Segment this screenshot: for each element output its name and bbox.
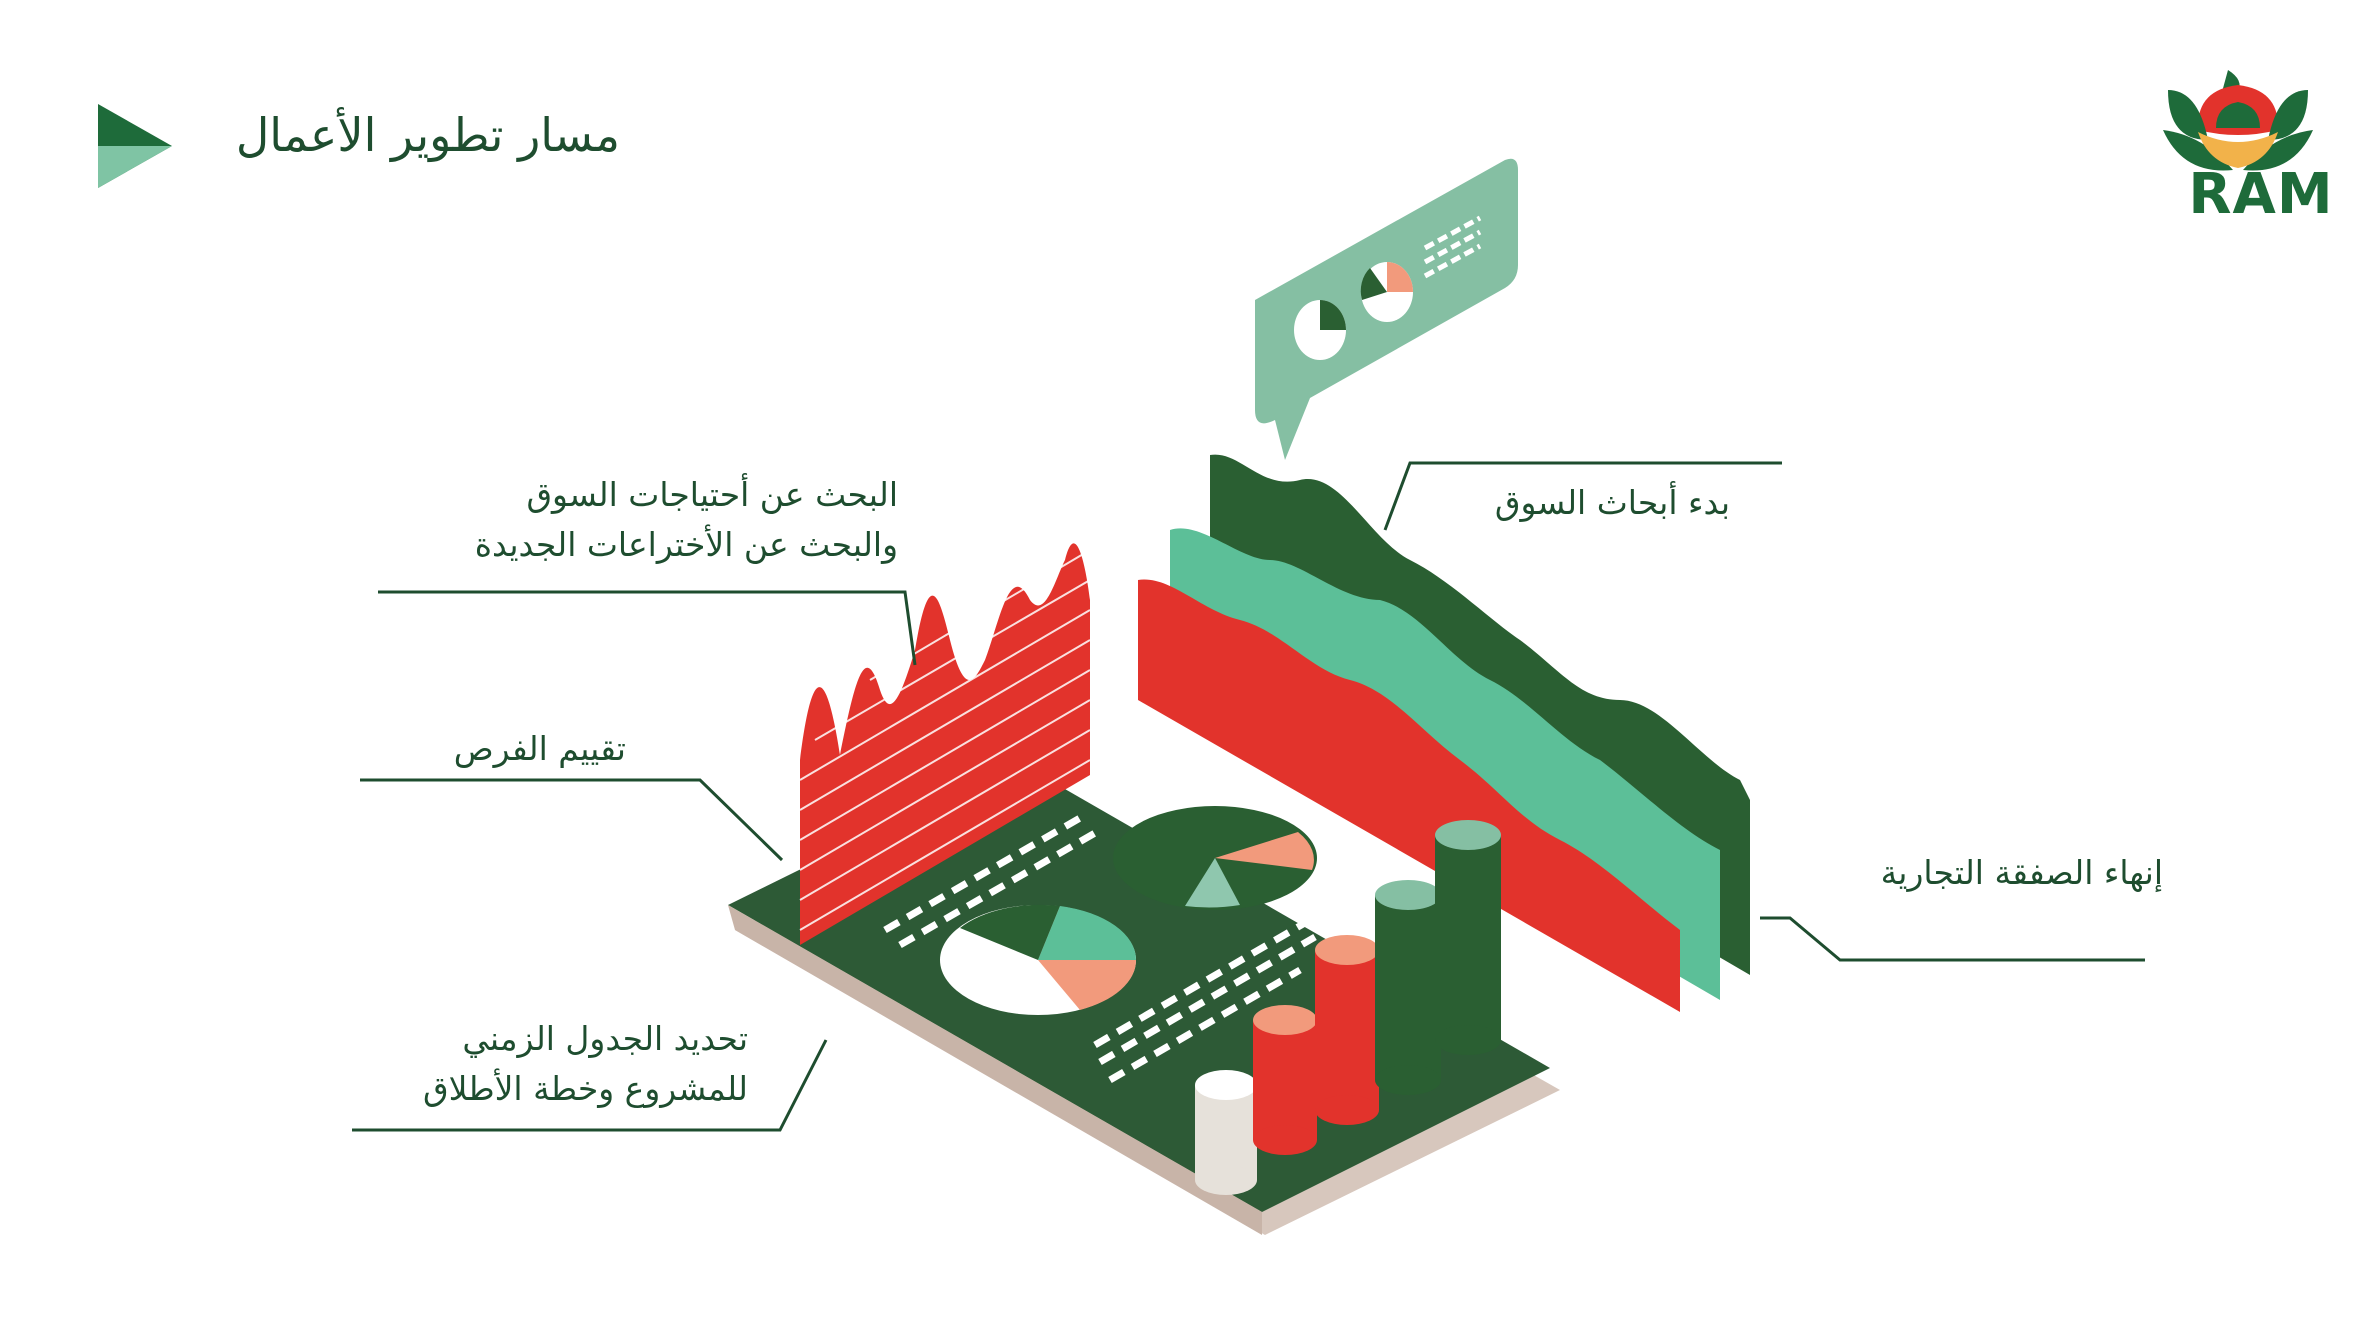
screen-text-lines (883, 814, 1317, 1084)
wave-panel-red (1138, 579, 1680, 1012)
label-market-needs: البحث عن أحتياجات السوق والبحث عن الأختر… (475, 470, 898, 570)
pie-chart-back (1113, 806, 1317, 910)
red-waveform-chart (799, 543, 1091, 945)
label-opportunities: تقييم الفرص (453, 729, 626, 768)
callout-lines (352, 461, 2145, 1132)
label-timeline: تحديد الجدول الزمني للمشروع وخطة الأطلاق (423, 1014, 748, 1114)
label-market-needs-line1: البحث عن أحتياجات السوق (526, 475, 898, 514)
speech-bubble (1255, 158, 1518, 460)
label-market-needs-line2: والبحث عن الأختراعات الجديدة (474, 525, 898, 564)
pie-chart-front (940, 904, 1137, 1015)
label-market-research: بدء أبحاث السوق (1494, 483, 1730, 522)
cylinder-chart (1195, 820, 1501, 1195)
lotus-logo-icon (2163, 70, 2313, 171)
label-deal-close: إنهاء الصفقة التجارية (1880, 853, 2163, 892)
play-arrow-icon (98, 104, 172, 188)
label-timeline-line1: تحديد الجدول الزمني (462, 1019, 748, 1058)
page-title: مسار تطوير الأعمال (235, 108, 620, 162)
logo-text: RAM (2188, 162, 2334, 227)
label-timeline-line2: للمشروع وخطة الأطلاق (423, 1069, 748, 1108)
